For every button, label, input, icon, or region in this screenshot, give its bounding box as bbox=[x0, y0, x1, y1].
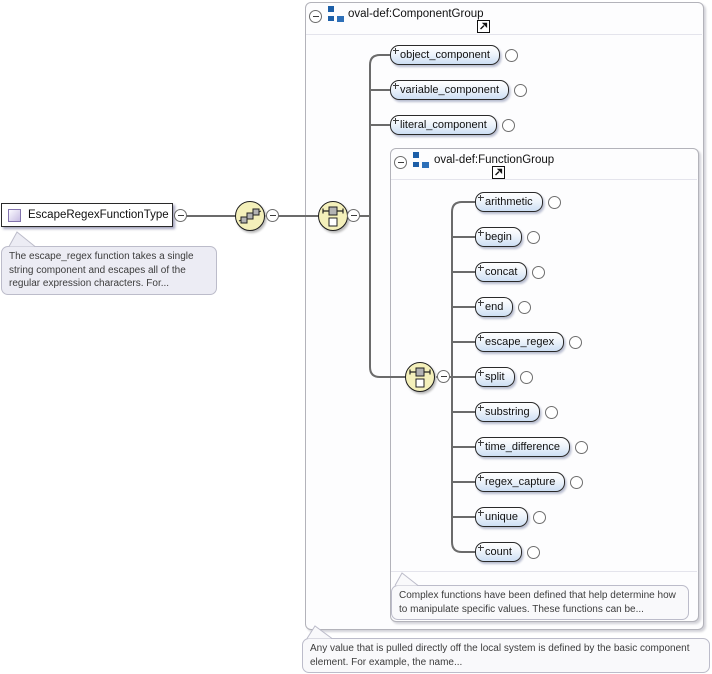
element-substring[interactable]: substring bbox=[475, 402, 540, 422]
model-group-icon bbox=[411, 151, 429, 169]
expand-icon[interactable] bbox=[569, 335, 583, 349]
expand-icon[interactable] bbox=[547, 195, 561, 209]
element-row: split bbox=[475, 367, 533, 387]
element-row: substring bbox=[475, 402, 558, 422]
goto-function-group-icon[interactable] bbox=[492, 166, 505, 179]
element-escape-regex[interactable]: escape_regex bbox=[475, 332, 565, 352]
element-row: end bbox=[475, 297, 532, 317]
expand-icon[interactable] bbox=[544, 405, 558, 419]
element-time-difference[interactable]: time_difference bbox=[475, 437, 571, 457]
element-variable-component[interactable]: variable_component bbox=[390, 80, 510, 100]
element-regex-capture[interactable]: regex_capture bbox=[475, 472, 566, 492]
expand-icon[interactable] bbox=[526, 545, 540, 559]
model-group-icon bbox=[326, 5, 344, 23]
element-row: literal_component bbox=[390, 115, 515, 135]
annotation-text: Any value that is pulled directly off th… bbox=[310, 643, 690, 668]
choice-compositor-icon[interactable] bbox=[405, 362, 435, 392]
function-group-footer-divider bbox=[391, 571, 697, 572]
element-row: variable_component bbox=[390, 80, 528, 100]
element-row: concat bbox=[475, 262, 546, 282]
element-row: arithmetic bbox=[475, 192, 561, 212]
expand-icon[interactable] bbox=[501, 118, 515, 132]
component-group-annotation-tooltip: Any value that is pulled directly off th… bbox=[302, 638, 710, 673]
expand-icon[interactable] bbox=[504, 48, 518, 62]
element-end[interactable]: end bbox=[475, 297, 514, 317]
element-unique[interactable]: unique bbox=[475, 507, 529, 527]
component-group-header-divider bbox=[306, 34, 702, 35]
element-literal-component[interactable]: literal_component bbox=[390, 115, 497, 135]
annotation-text: Complex functions have been defined that… bbox=[399, 590, 676, 615]
expand-icon[interactable] bbox=[533, 510, 547, 524]
tooltip-tail bbox=[8, 231, 36, 247]
element-split[interactable]: split bbox=[475, 367, 515, 387]
element-row: escape_regex bbox=[475, 332, 583, 352]
element-row: count bbox=[475, 542, 540, 562]
element-row: unique bbox=[475, 507, 547, 527]
collapse-component-group-button[interactable] bbox=[309, 10, 322, 23]
root-element-escaperegexfunctiontype[interactable]: EscapeRegexFunctionType bbox=[1, 203, 173, 227]
root-element-label: EscapeRegexFunctionType bbox=[28, 209, 169, 221]
element-concat[interactable]: concat bbox=[475, 262, 528, 282]
tooltip-tail bbox=[306, 625, 333, 639]
element-arithmetic[interactable]: arithmetic bbox=[475, 192, 543, 212]
element-count[interactable]: count bbox=[475, 542, 522, 562]
expand-icon[interactable] bbox=[526, 230, 540, 244]
function-group-annotation-tooltip: Complex functions have been defined that… bbox=[391, 585, 689, 620]
element-row: regex_capture bbox=[475, 472, 584, 492]
expand-icon[interactable] bbox=[575, 440, 589, 454]
function-group-header-divider bbox=[391, 179, 697, 180]
root-annotation-tooltip: The escape_regex function takes a single… bbox=[1, 246, 217, 295]
choice-compositor-icon[interactable] bbox=[318, 201, 348, 231]
component-group-title: oval-def:ComponentGroup bbox=[348, 8, 484, 20]
function-group-title: oval-def:FunctionGroup bbox=[434, 154, 555, 166]
collapse-function-group-button[interactable] bbox=[394, 156, 407, 169]
expand-icon[interactable] bbox=[570, 475, 584, 489]
element-row: object_component bbox=[390, 45, 518, 65]
expand-icon[interactable] bbox=[518, 300, 532, 314]
function-group-box bbox=[390, 148, 699, 622]
expand-icon[interactable] bbox=[519, 370, 533, 384]
collapse-sequence-button[interactable] bbox=[266, 209, 279, 222]
element-begin[interactable]: begin bbox=[475, 227, 522, 247]
sequence-compositor-icon[interactable] bbox=[235, 201, 265, 231]
element-row: time_difference bbox=[475, 437, 589, 457]
goto-component-group-icon[interactable] bbox=[477, 20, 490, 33]
expand-icon[interactable] bbox=[514, 83, 528, 97]
collapse-root-button[interactable] bbox=[174, 209, 187, 222]
collapse-choice-button[interactable] bbox=[347, 209, 360, 222]
collapse-choice-button[interactable] bbox=[437, 370, 450, 383]
tooltip-tail bbox=[394, 572, 419, 586]
element-row: begin bbox=[475, 227, 540, 247]
expand-icon[interactable] bbox=[532, 265, 546, 279]
element-object-component[interactable]: object_component bbox=[390, 45, 500, 65]
complex-type-icon bbox=[8, 208, 21, 222]
annotation-text: The escape_regex function takes a single… bbox=[9, 251, 194, 289]
